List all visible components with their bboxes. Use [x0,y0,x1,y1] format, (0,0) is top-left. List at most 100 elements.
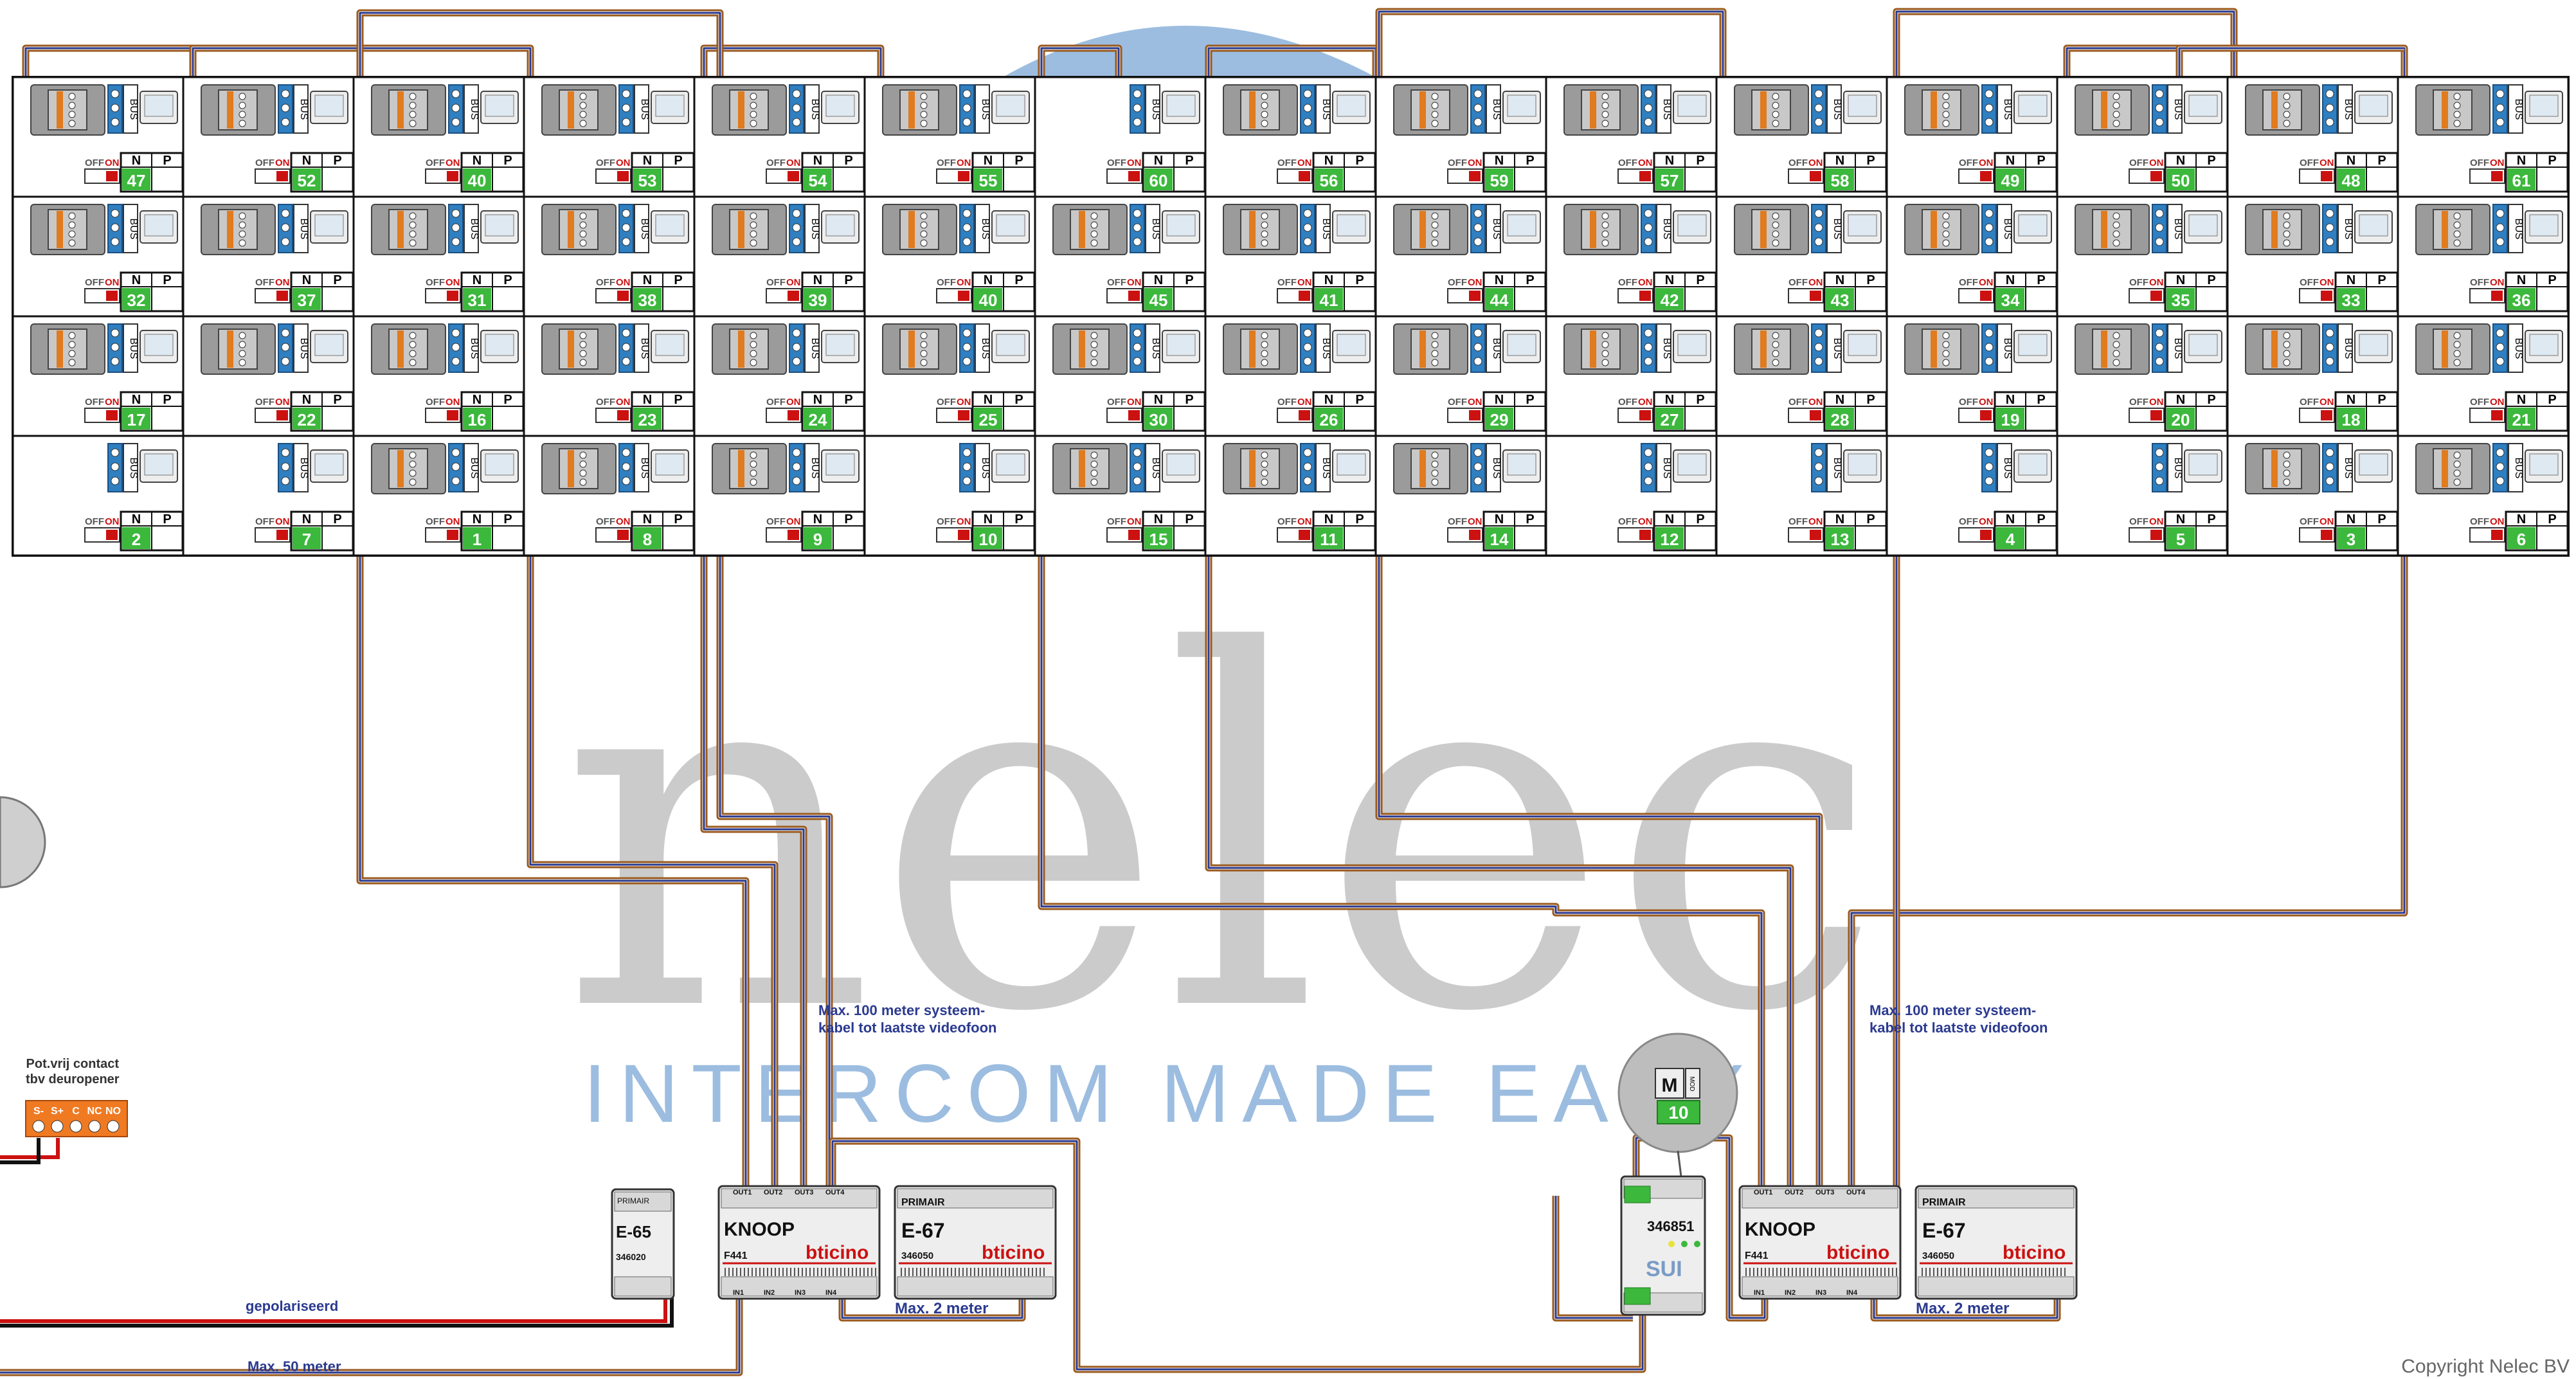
bus-terminal: BUS [789,323,820,373]
bus-screw [2496,357,2505,366]
distributor-face [899,209,939,250]
annotation-max50: Max. 50 meter [248,1358,341,1374]
distributor-terminal [579,221,587,229]
bus-screw [622,329,631,338]
bus-label-box [464,84,479,134]
distributor-stripe [227,91,233,129]
distributor-terminal [2112,212,2120,220]
distributor-terminal [1601,111,1609,118]
address-n-value-bg [463,527,491,549]
switch-knob [1128,171,1140,181]
address-p-label: P [2037,273,2045,287]
bus-screw [111,237,120,246]
apartment-number: 40 [979,291,998,310]
bus-label: BUS [2172,338,2183,359]
distributor-module [1223,443,1298,494]
bus-screw [451,89,460,98]
bus-screw [1303,89,1312,98]
distributor-terminal [2453,478,2461,486]
bus-terminal: BUS [959,84,991,134]
monitor-screen [314,95,344,117]
switch-on-label: ON [446,277,460,288]
distributor-face [559,329,599,370]
bus-screw [1473,118,1482,127]
switch-off-label: OFF [255,277,275,288]
bus-terminal: BUS [1641,443,1672,492]
distributor-stripe [568,91,574,129]
bus-terminal: BUS [1641,323,1672,373]
knoop-left-top-terminals [721,1188,878,1209]
distributor-terminal [68,212,76,220]
switch-knob [1639,530,1651,540]
switch-on-label: ON [616,397,631,408]
distributor-module [2075,323,2150,375]
distributor-terminal [1090,478,1098,486]
distributor-module [371,323,446,375]
bus-label-box [1997,204,2012,253]
distributor-terminal [2283,341,2291,348]
apartment-number: 56 [1320,171,1338,190]
bus-screw [792,448,801,457]
distributor-terminal [1601,332,1609,339]
bus-terminal: BUS [1981,443,2013,492]
distributor-face [1410,448,1450,489]
bus-screw [281,104,290,113]
address-n-value-bg [804,408,832,429]
bus-label: BUS [2513,458,2524,479]
bus-label: BUS [1320,338,1331,359]
switch-on-label: ON [1297,397,1312,408]
distributor-terminal [1261,332,1268,339]
bus-screw [1985,237,1994,246]
distributor-terminal [239,93,246,100]
bus-screw [281,89,290,98]
bus-screw [622,223,631,232]
bus-screw [1644,104,1653,113]
monitor-screen [2529,334,2559,356]
bus-screw [1133,104,1142,113]
switch-off-label: OFF [2129,158,2148,168]
bus-label: BUS [1491,99,1502,120]
switch-knob [2321,530,2332,540]
address-p-label: P [1185,273,1193,287]
apartment-number: 21 [2512,410,2531,429]
monitor-screen [655,334,685,356]
e67-right-body [1914,1185,2078,1300]
address-p-label: P [1866,154,1875,168]
bus-terminal: BUS [1811,204,1842,253]
bus-screw [111,118,120,127]
switch-knob [958,530,969,540]
distributor-terminal [1601,212,1609,220]
distributor-stripe [2101,211,2107,248]
distributor-stripe [1931,211,1937,248]
monitor-screen [314,214,344,237]
distributor-terminal [239,120,246,127]
switch-on-label: ON [446,158,460,168]
distributor-terminal [1431,469,1439,477]
bus-terminal: BUS [959,443,991,492]
distributor-module [541,204,617,255]
switch-knob [106,530,118,540]
distributor-face [48,329,87,370]
distributor-module [371,443,446,494]
bus-screw [792,209,801,218]
bus-label-box [804,204,820,253]
bus-terminal: BUS [448,443,480,492]
bus-terminal: BUS [789,204,820,253]
distributor-terminal [239,230,246,238]
bus-label-box [1315,84,1331,134]
distributor-stripe [2271,450,2278,487]
bus-terminal: BUS [448,323,480,373]
bus-label-box [293,323,309,373]
distributor-face [2092,329,2132,370]
distributor-face [1410,329,1450,370]
address-n-label: N [1495,393,1504,407]
sui-top-terminal [1624,1185,1651,1203]
switch-on-label: ON [2319,158,2334,168]
